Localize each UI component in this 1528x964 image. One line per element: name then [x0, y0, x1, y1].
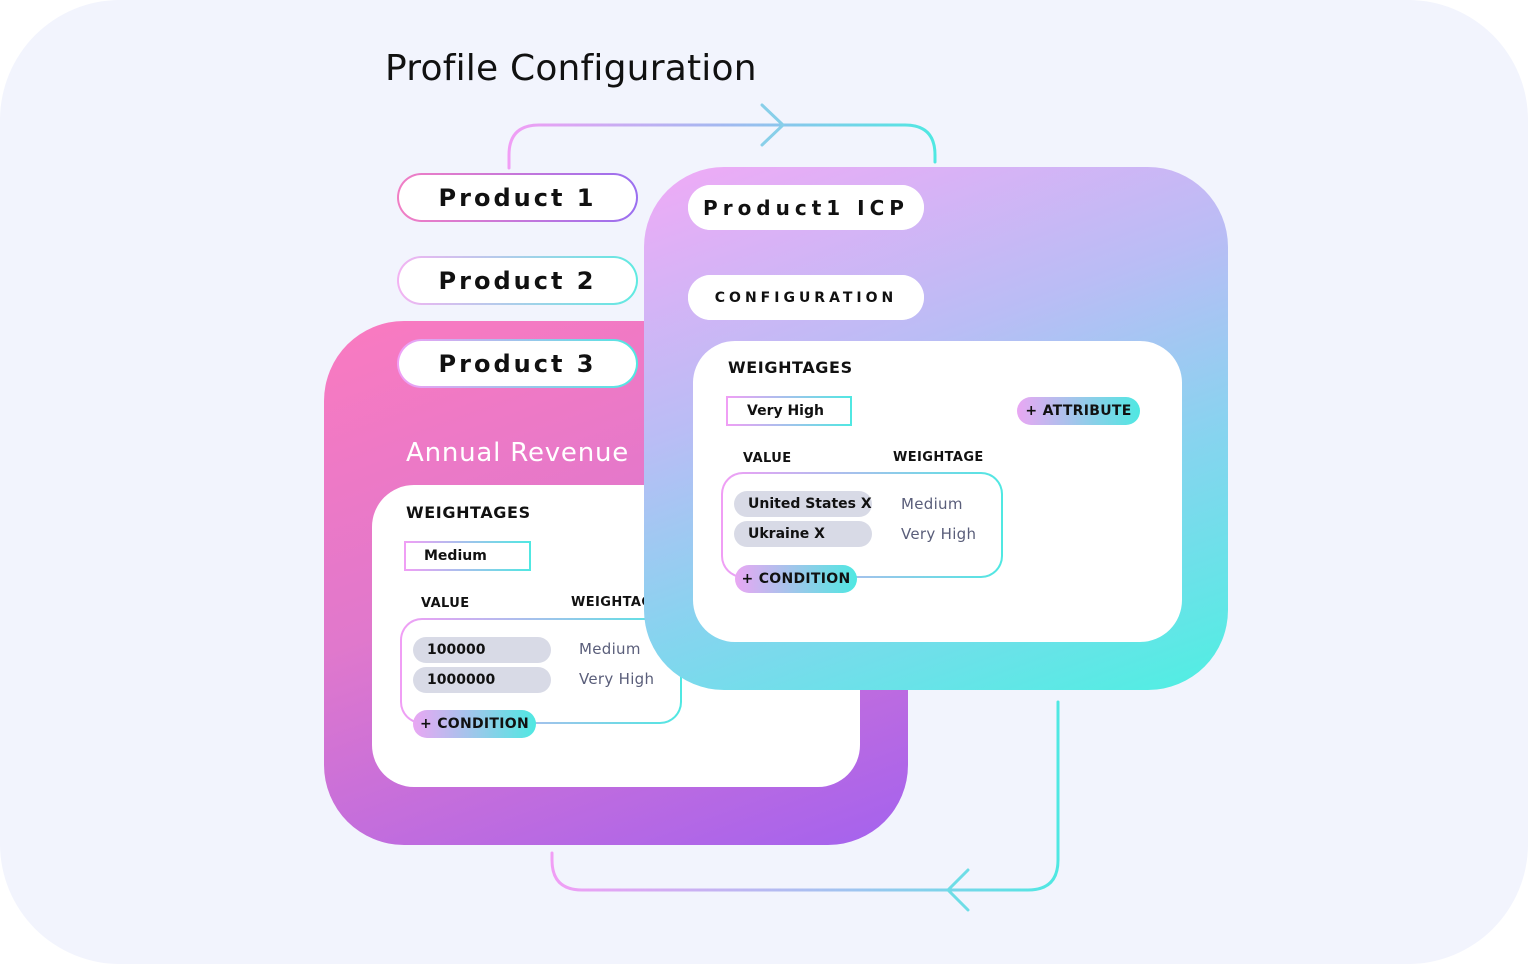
back-row-1-weightage: Medium: [579, 640, 641, 658]
product-1-label: Product 1: [399, 175, 636, 220]
front-value-header: VALUE: [743, 451, 792, 466]
back-value-chip-1[interactable]: 100000: [413, 637, 551, 663]
back-add-condition-button[interactable]: + CONDITION: [413, 710, 536, 738]
page-title: Profile Configuration: [385, 48, 757, 89]
product-3-pill[interactable]: Product 3: [397, 339, 638, 388]
top-arrowhead: [760, 103, 785, 147]
front-weightage-value: Very High: [728, 398, 850, 424]
front-add-condition-button[interactable]: + CONDITION: [735, 565, 857, 593]
product-3-label: Product 3: [399, 341, 636, 386]
top-flow-arrow: [507, 123, 937, 170]
front-weightages-label: WEIGHTAGES: [728, 358, 853, 377]
configuration-label: CONFIGURATION: [688, 275, 924, 320]
back-value-chip-2[interactable]: 1000000: [413, 667, 551, 693]
front-value-chip-2[interactable]: Ukraine X: [734, 521, 872, 547]
add-attribute-button[interactable]: + ATTRIBUTE: [1017, 397, 1140, 425]
front-row-2-weightage: Very High: [901, 525, 977, 543]
bottom-arrowhead: [946, 868, 970, 912]
back-weightage-header: WEIGHTAGE: [571, 595, 644, 610]
front-weightage-select[interactable]: Very High: [726, 396, 852, 426]
back-weightages-label: WEIGHTAGES: [406, 503, 531, 522]
back-value-header: VALUE: [421, 596, 470, 611]
front-weightage-header: WEIGHTAGE: [893, 450, 984, 465]
product-1-pill[interactable]: Product 1: [397, 173, 638, 222]
product-2-label: Product 2: [399, 258, 636, 303]
front-value-chip-1[interactable]: United States X: [734, 491, 872, 517]
product-2-pill[interactable]: Product 2: [397, 256, 638, 305]
product1-icp-label: Product1 ICP: [688, 185, 924, 230]
configuration-tab[interactable]: CONFIGURATION: [688, 275, 924, 320]
annual-revenue-heading: Annual Revenue: [406, 438, 630, 468]
back-weightage-select[interactable]: Medium: [404, 541, 531, 571]
back-weightage-value: Medium: [406, 543, 529, 569]
front-row-1-weightage: Medium: [901, 495, 963, 513]
product1-icp-tab[interactable]: Product1 ICP: [688, 185, 924, 230]
back-row-2-weightage: Very High: [579, 670, 655, 688]
bottom-flow-arrow: [550, 700, 1060, 892]
